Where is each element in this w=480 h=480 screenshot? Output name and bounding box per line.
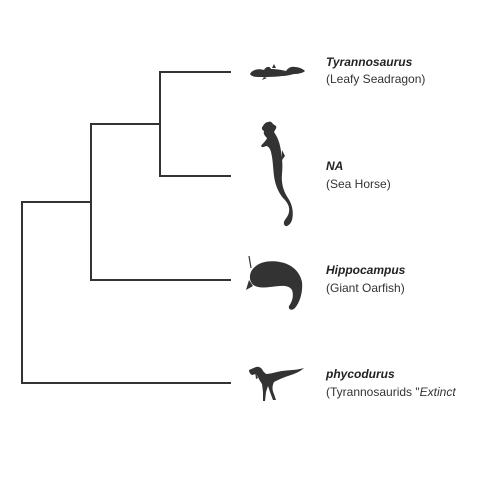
tip-common-3: (Giant Oarfish): [326, 281, 405, 295]
tyrannosaur-icon: [249, 366, 304, 401]
tip-label-1: Tyrannosaurus (Leafy Seadragon): [326, 55, 425, 86]
tip-genus-1: Tyrannosaurus: [326, 55, 413, 69]
tip-common-2: (Sea Horse): [326, 177, 391, 191]
tree-branches: [21, 71, 231, 384]
tip-common-1: (Leafy Seadragon): [326, 72, 425, 86]
tip-label-3: Hippocampus (Giant Oarfish): [326, 263, 406, 295]
tip-label-2: NA (Sea Horse): [326, 159, 391, 191]
tip-genus-3: Hippocampus: [326, 263, 406, 277]
tip-genus-4: phycodurus: [325, 367, 395, 381]
leafy-seadragon-icon: [250, 64, 305, 80]
tip-label-4: phycodurus (Tyrannosaurids "Extinct: [325, 367, 456, 399]
seahorse-icon: [261, 121, 293, 227]
tip-genus-2: NA: [326, 159, 343, 173]
oarfish-icon: [246, 255, 303, 310]
tip-common-4: (Tyrannosaurids "Extinct: [326, 385, 456, 399]
